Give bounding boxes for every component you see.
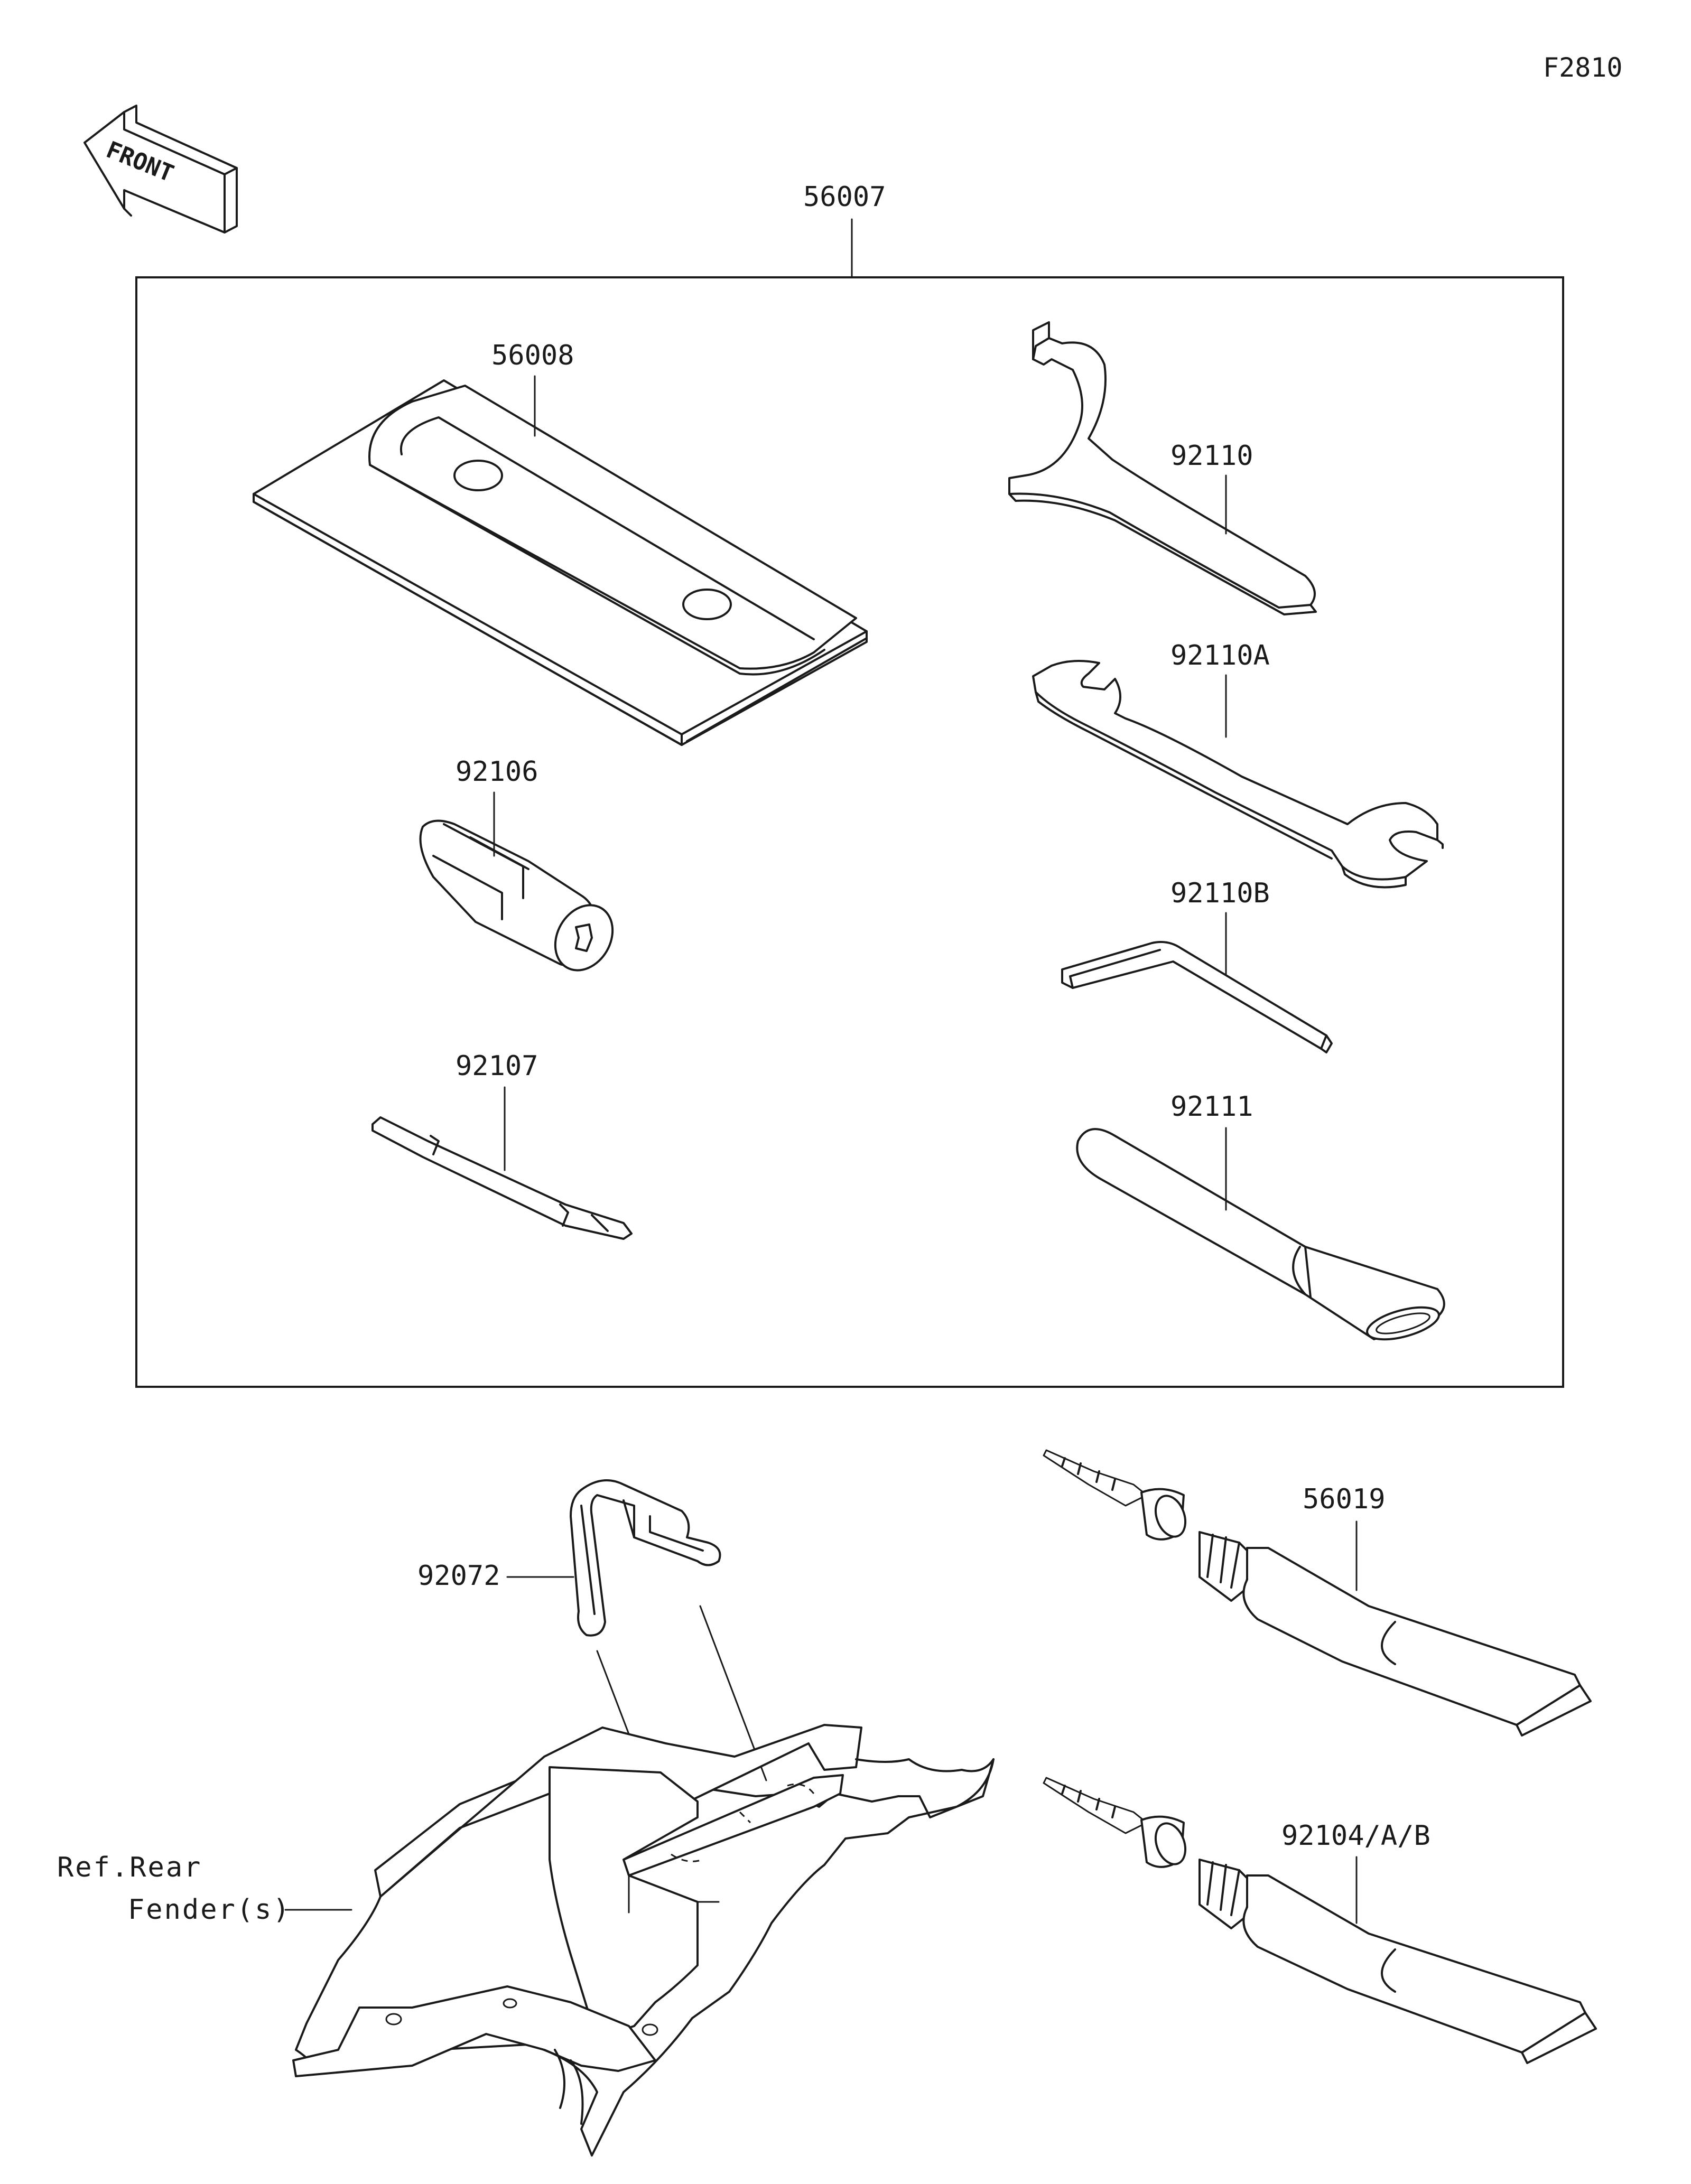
hook-spanner: [1008, 321, 1317, 615]
tool-bag: [253, 379, 868, 746]
label-92106: 92106: [456, 756, 538, 788]
label-56008: 56008: [491, 340, 574, 371]
tool-kit-frame: [135, 276, 1564, 1388]
label-92107: 92107: [456, 1050, 538, 1082]
label-92104: 92104/A/B: [1281, 1820, 1430, 1852]
screwdriver: [371, 1116, 633, 1240]
pipe: [1076, 1128, 1445, 1341]
label-92111: 92111: [1170, 1091, 1253, 1123]
tool-band: [570, 1479, 721, 1637]
label-92110: 92110: [1170, 440, 1253, 472]
socket: [419, 819, 614, 972]
grease-tube-2: [1043, 1777, 1597, 2064]
rear-fender: [292, 1724, 995, 2157]
label-56007: 56007: [803, 181, 886, 213]
label-56019: 56019: [1303, 1483, 1386, 1515]
front-arrow-icon: FRONT: [83, 105, 238, 234]
ref-label-line1: Ref.Rear: [57, 1852, 202, 1883]
ref-label-line2: Fender(s): [128, 1894, 291, 1926]
figure-id: F2810: [1543, 52, 1623, 83]
label-92072: 92072: [417, 1560, 500, 1592]
label-92110A: 92110A: [1170, 640, 1270, 671]
open-end-wrench: [1032, 660, 1444, 889]
label-92110B: 92110B: [1170, 878, 1270, 909]
hex-wrench: [1061, 941, 1333, 1053]
grease-tube-1: [1043, 1449, 1592, 1737]
